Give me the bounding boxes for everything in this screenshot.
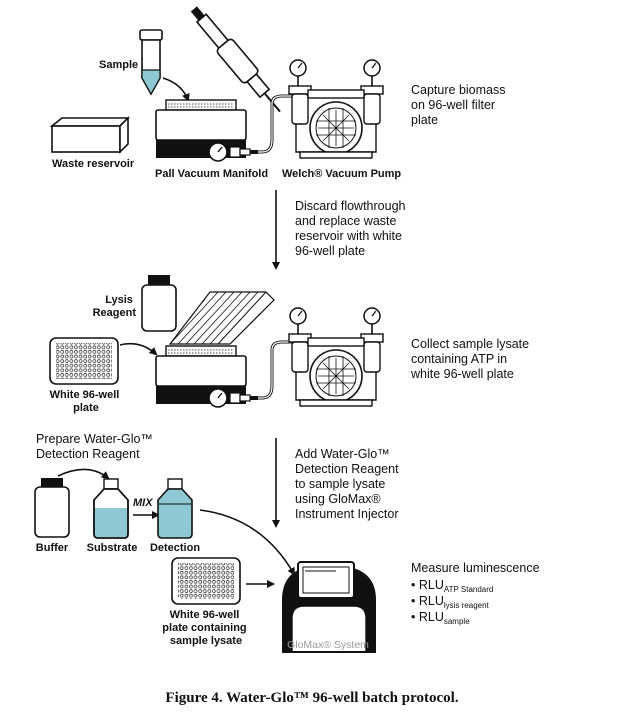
injector-lines-icon bbox=[168, 291, 275, 345]
rlu-item: • RLUATP Standard bbox=[411, 578, 493, 594]
detection-label: Detection bbox=[150, 542, 200, 554]
welch-pump-label: Welch® Vacuum Pump bbox=[282, 168, 401, 180]
step-discard: Discard flowthrough and replace waste re… bbox=[295, 199, 409, 258]
waste-reservoir-label: Waste reservoir bbox=[52, 158, 135, 170]
sample-arrow bbox=[162, 77, 190, 102]
sample-label: Sample bbox=[99, 59, 138, 71]
step-measure: Measure luminescence bbox=[411, 561, 540, 575]
substrate-label: Substrate bbox=[87, 542, 138, 554]
detection-to-glomax-arrow bbox=[199, 509, 295, 576]
vacuum-tubing bbox=[258, 340, 292, 400]
sample-tube-icon bbox=[139, 29, 163, 96]
vacuum-pump-icon bbox=[288, 307, 384, 407]
rlu-list: • RLUATP Standard • RLUlysis reagent • R… bbox=[411, 578, 493, 626]
plate-to-manifold-arrow bbox=[119, 342, 158, 356]
lysis-reagent-label: Lysis Reagent bbox=[93, 294, 137, 319]
buffer-bottle-icon bbox=[34, 478, 70, 538]
white-plate-label: White 96-well plate bbox=[50, 389, 123, 414]
pall-manifold-label: Pall Vacuum Manifold bbox=[155, 168, 268, 180]
white-plate-lysate-icon bbox=[171, 557, 241, 605]
step-add: Add Water-Glo™ Detection Reagent to samp… bbox=[295, 447, 402, 521]
buffer-to-substrate-arrow bbox=[57, 468, 110, 480]
detection-bottle-icon bbox=[157, 478, 193, 539]
step-prepare: Prepare Water-Glo™ Detection Reagent bbox=[36, 432, 156, 461]
white-plate-lysate-label: White 96-well plate containing sample ly… bbox=[162, 609, 249, 647]
glomax-system-label: GloMax® System bbox=[287, 639, 369, 651]
white-plate-icon bbox=[49, 337, 119, 385]
lysis-reagent-bottle-icon bbox=[141, 275, 177, 332]
substrate-bottle-icon bbox=[93, 478, 129, 539]
waste-reservoir-icon bbox=[49, 116, 130, 154]
step-capture: Capture biomass on 96-well filter plate bbox=[411, 83, 509, 127]
vacuum-pump-icon bbox=[288, 59, 384, 159]
rlu-item: • RLUlysis reagent bbox=[411, 594, 490, 610]
pipette-icon bbox=[190, 6, 281, 113]
glomax-instrument-icon bbox=[282, 561, 376, 653]
step-collect: Collect sample lysate containing ATP in … bbox=[410, 337, 533, 381]
buffer-label: Buffer bbox=[36, 542, 69, 554]
vacuum-manifold-icon bbox=[155, 345, 258, 408]
figure-caption: Figure 4. Water-Glo™ 96-well batch proto… bbox=[165, 690, 459, 706]
vacuum-manifold-icon bbox=[155, 99, 258, 162]
mix-label: MIX bbox=[133, 497, 153, 509]
rlu-item: • RLUsample bbox=[411, 610, 470, 626]
